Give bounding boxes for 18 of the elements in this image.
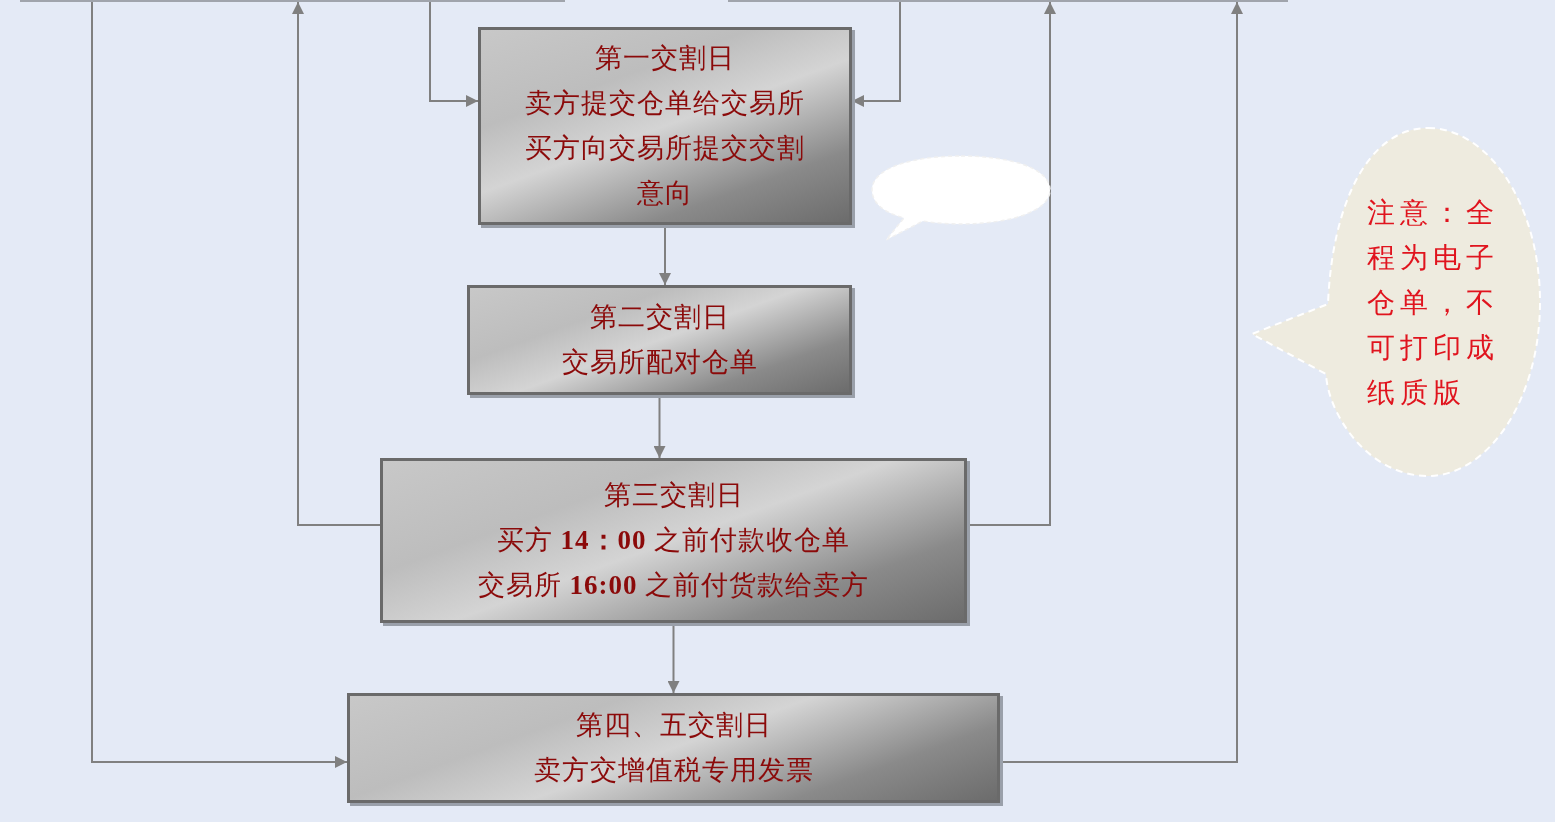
step-text: 买方向交易所提交交割意向 xyxy=(524,132,806,210)
day-heading: 第四、五交割日 xyxy=(575,709,772,742)
arrow xyxy=(91,1,348,768)
step-text: 卖方提交仓单给交易所 xyxy=(525,87,805,120)
note-text: 注意：全程为电子仓单，不可打印成纸质版 xyxy=(1367,196,1500,410)
process-box xyxy=(380,458,967,623)
step-text: 买方 14：00 之前付款收仓单 xyxy=(496,524,851,557)
process-box xyxy=(467,285,852,395)
arrow xyxy=(292,1,381,526)
day-heading: 第一交割日 xyxy=(595,42,735,75)
step-text: 卖方交增值税专用发票 xyxy=(533,754,814,787)
day-heading: 第二交割日 xyxy=(589,301,730,334)
day-heading: 第三交割日 xyxy=(603,479,744,512)
process-box xyxy=(347,693,1000,803)
step-text: 交易所 16:00 之前付货款给卖方 xyxy=(477,569,870,602)
process-box xyxy=(478,27,852,225)
step-text: 交易所配对仓单 xyxy=(561,346,758,379)
arrow xyxy=(429,1,479,107)
